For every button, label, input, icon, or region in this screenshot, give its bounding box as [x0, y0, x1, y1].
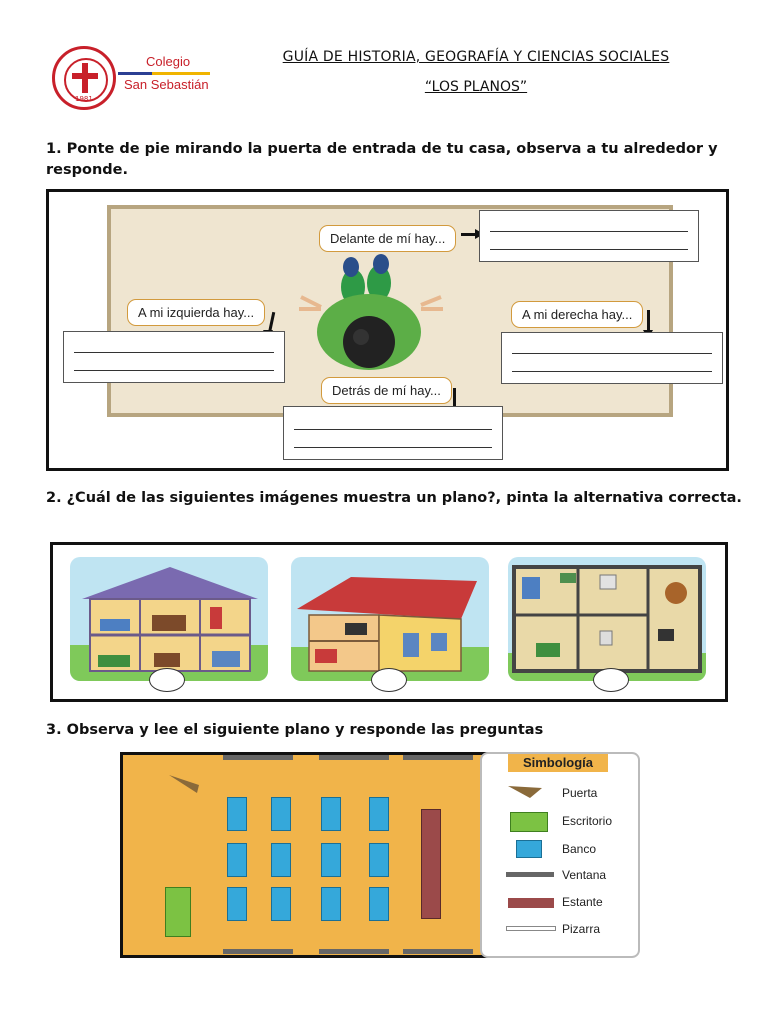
desk-icon: [321, 843, 341, 877]
window-icon: [403, 949, 473, 954]
window-icon: [223, 755, 293, 760]
option-3-circle[interactable]: [593, 668, 629, 692]
legend-label-puerta: Puerta: [562, 786, 598, 800]
seal-year: 1981: [75, 95, 93, 103]
window-icon: [223, 949, 293, 954]
bubble-back: Detrás de mí hay...: [321, 377, 452, 404]
window-icon: [506, 872, 554, 877]
child-top-view-icon: [299, 254, 443, 370]
school-logo: 1981 Colegio San Sebastián: [52, 46, 242, 110]
question-1: 1. Ponte de pie mirando la puerta de ent…: [46, 141, 718, 178]
option-2-circle[interactable]: [371, 668, 407, 692]
desk-icon: [227, 843, 247, 877]
answer-box-back[interactable]: [283, 406, 503, 460]
legend-label-ventana: Ventana: [562, 868, 607, 882]
question-3: 3. Observa y lee el siguiente plano y re…: [46, 722, 544, 738]
shelf-icon: [508, 898, 554, 908]
door-icon: [508, 786, 542, 798]
blackboard-icon: [506, 926, 556, 931]
legend-label-banco: Banco: [562, 842, 597, 856]
desk-icon: [271, 797, 291, 831]
teacher-desk-icon: [165, 887, 191, 937]
desk-icon: [271, 887, 291, 921]
desk-icon: [369, 887, 389, 921]
answer-box-left[interactable]: [63, 331, 285, 383]
bubble-left: A mi izquierda hay...: [127, 299, 266, 326]
option-floor-plan-image: [508, 557, 706, 681]
bubble-right: A mi derecha hay...: [511, 301, 644, 328]
desk-icon: [516, 840, 542, 858]
window-icon: [319, 949, 389, 954]
window-icon: [403, 755, 473, 760]
desk-icon: [271, 843, 291, 877]
shelf-icon: [421, 809, 441, 919]
bubble-front: Delante de mí hay...: [319, 225, 457, 252]
legend-label-pizarra: Pizarra: [562, 922, 601, 936]
teacher-desk-icon: [510, 812, 548, 832]
desk-icon: [227, 797, 247, 831]
logo-name-line1: Colegio: [146, 54, 191, 69]
option-1-circle[interactable]: [149, 668, 185, 692]
answer-box-right[interactable]: [501, 332, 723, 384]
logo-name-line2: San Sebastián: [124, 77, 209, 92]
plan-alternatives: [50, 542, 728, 702]
legend-panel: Simbología Puerta Escritorio Banco Venta…: [480, 752, 640, 958]
window-icon: [319, 755, 389, 760]
page-subtitle: “LOS PLANOS”: [424, 79, 528, 95]
desk-icon: [227, 887, 247, 921]
option-house-front-image: [70, 557, 268, 681]
answer-box-front[interactable]: [479, 210, 699, 262]
option-house-3d-image: [291, 557, 489, 681]
desk-icon: [321, 887, 341, 921]
legend-title: Simbología: [508, 754, 608, 772]
desk-icon: [369, 797, 389, 831]
orientation-exercise: Delante de mí hay... A mi izquierda hay.…: [46, 189, 729, 471]
school-seal-icon: 1981: [52, 46, 116, 110]
page-title: GUÍA DE HISTORIA, GEOGRAFÍA Y CIENCIAS S…: [282, 49, 670, 65]
legend-label-estante: Estante: [562, 895, 603, 909]
question-2: 2. ¿Cuál de las siguientes imágenes mues…: [46, 490, 742, 506]
legend-label-escritorio: Escritorio: [562, 814, 613, 828]
desk-icon: [369, 843, 389, 877]
door-icon: [169, 775, 199, 793]
desk-icon: [321, 797, 341, 831]
